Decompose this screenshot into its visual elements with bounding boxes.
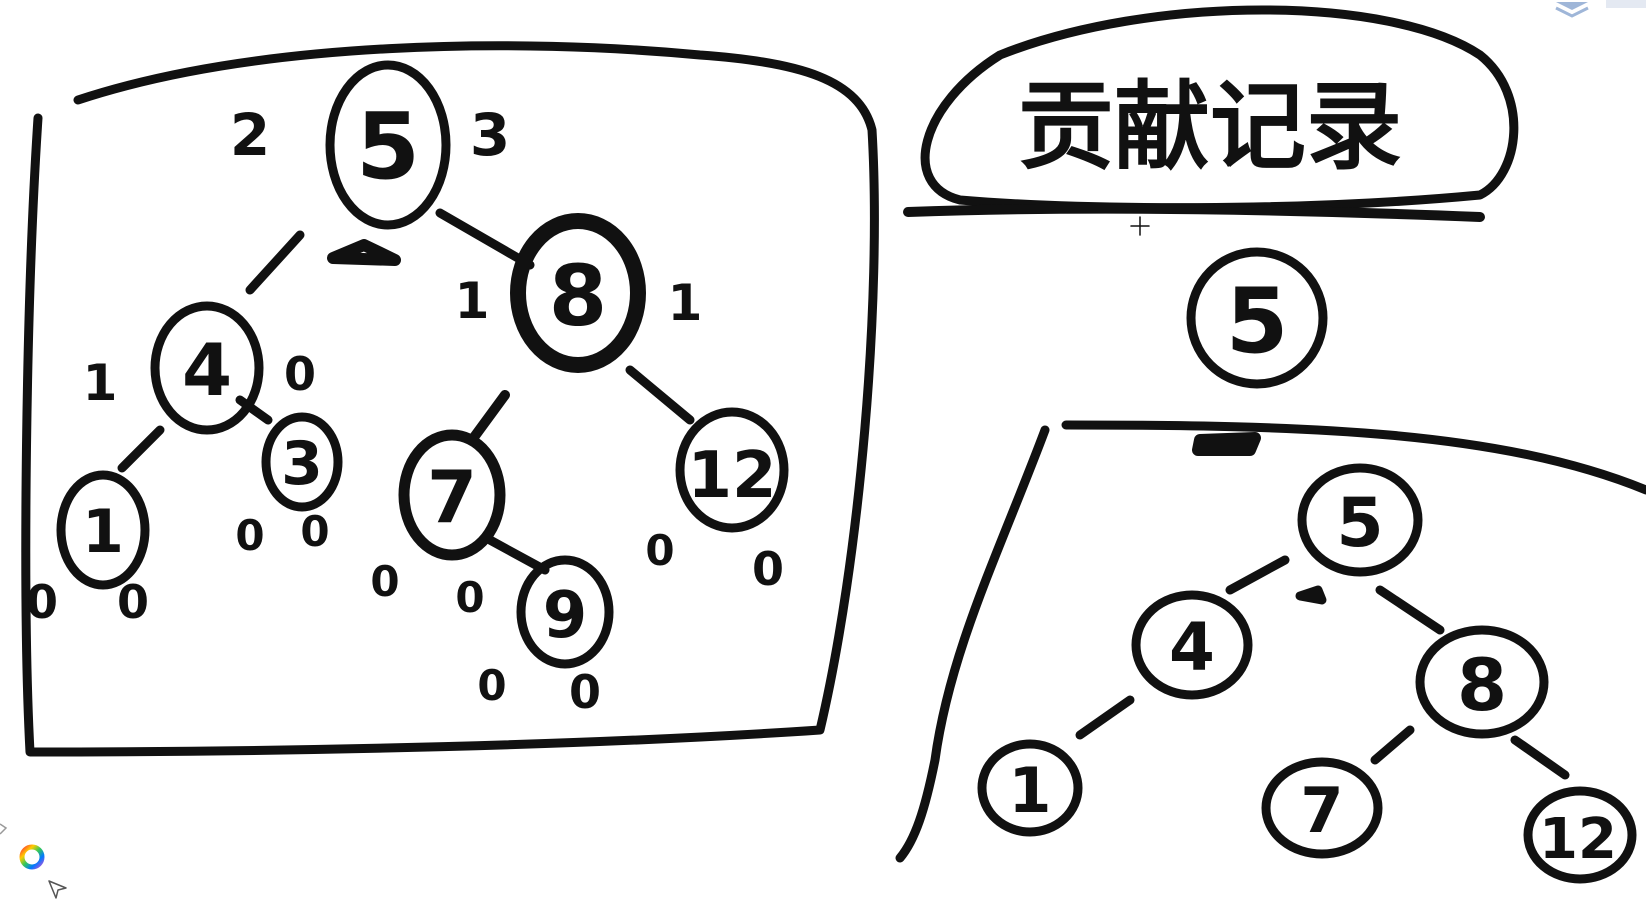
- left-edge-handle[interactable]: [0, 822, 8, 836]
- node-label: 1: [82, 497, 124, 567]
- right-count: 1: [668, 274, 703, 332]
- node-label: 8: [1457, 643, 1507, 727]
- left-count: 2: [230, 101, 270, 169]
- left-tree-node-1: 1 0 0: [26, 470, 150, 629]
- left-tree-node-3: 3 0 0: [235, 412, 343, 560]
- node-label: 9: [543, 579, 588, 653]
- left-count: 1: [83, 354, 118, 412]
- right-subtree-node-7: 7: [1261, 757, 1383, 859]
- left-tree-node-7: 7 0 0: [370, 429, 506, 622]
- right-root-node-5: 5: [1186, 247, 1328, 389]
- left-tree-node-9: 9 0 0: [477, 555, 614, 719]
- left-tree-node-8: 8 1 1: [455, 213, 703, 373]
- right-subtree-node-12: 12: [1523, 786, 1637, 884]
- left-count: 0: [235, 511, 264, 560]
- right-count: 0: [569, 665, 601, 719]
- left-count: 1: [455, 272, 490, 330]
- right-count: 0: [300, 507, 329, 556]
- right-count: 3: [470, 101, 510, 169]
- right-subtree-node-1: 1: [977, 739, 1083, 837]
- left-count: 0: [26, 575, 58, 629]
- node-label: 3: [281, 429, 323, 499]
- node-label: 7: [1300, 774, 1343, 847]
- right-subtree-edges: [1075, 555, 1570, 780]
- node-label: 1: [1008, 754, 1051, 827]
- right-count: 0: [752, 542, 784, 596]
- pointer-icon: [48, 880, 67, 899]
- node-label: 7: [427, 455, 477, 539]
- right-count: 0: [284, 347, 316, 401]
- node-label: 4: [1169, 609, 1215, 686]
- left-count: 0: [645, 526, 674, 575]
- node-label: 5: [1336, 484, 1383, 563]
- right-count: 0: [455, 573, 484, 622]
- node-label: 8: [549, 247, 607, 345]
- right-subtree-frame: [895, 420, 1646, 863]
- left-count: 0: [477, 661, 506, 710]
- title-bubble: 贡献记录: [903, 5, 1519, 222]
- left-frame: [21, 41, 879, 757]
- right-subtree-node-8: 8: [1415, 625, 1549, 739]
- layers-icon[interactable]: [1555, 0, 1646, 18]
- color-wheel-button[interactable]: [18, 843, 46, 871]
- left-count: 0: [370, 557, 399, 606]
- pointer-button[interactable]: [46, 878, 70, 902]
- node-label: 4: [182, 328, 232, 412]
- left-tree-node-12: 12 0 0: [645, 407, 789, 596]
- left-tree-edges: [117, 208, 695, 575]
- left-tree-node-5: 5 2 3: [230, 60, 510, 230]
- handle-icon: [0, 823, 8, 835]
- crosshair-icon: [1130, 216, 1150, 236]
- color-wheel-icon: [19, 844, 45, 870]
- node-label: 12: [1539, 807, 1617, 872]
- node-label: 5: [1226, 269, 1289, 374]
- right-subtree-node-4: 4: [1131, 590, 1253, 700]
- node-label: 12: [687, 439, 776, 513]
- right-count: 0: [117, 575, 149, 629]
- node-label: 5: [356, 93, 420, 200]
- title-text: 贡献记录: [1018, 71, 1402, 183]
- left-tree-node-4: 4 1 0: [83, 301, 316, 435]
- right-subtree-node-5: 5: [1297, 463, 1423, 577]
